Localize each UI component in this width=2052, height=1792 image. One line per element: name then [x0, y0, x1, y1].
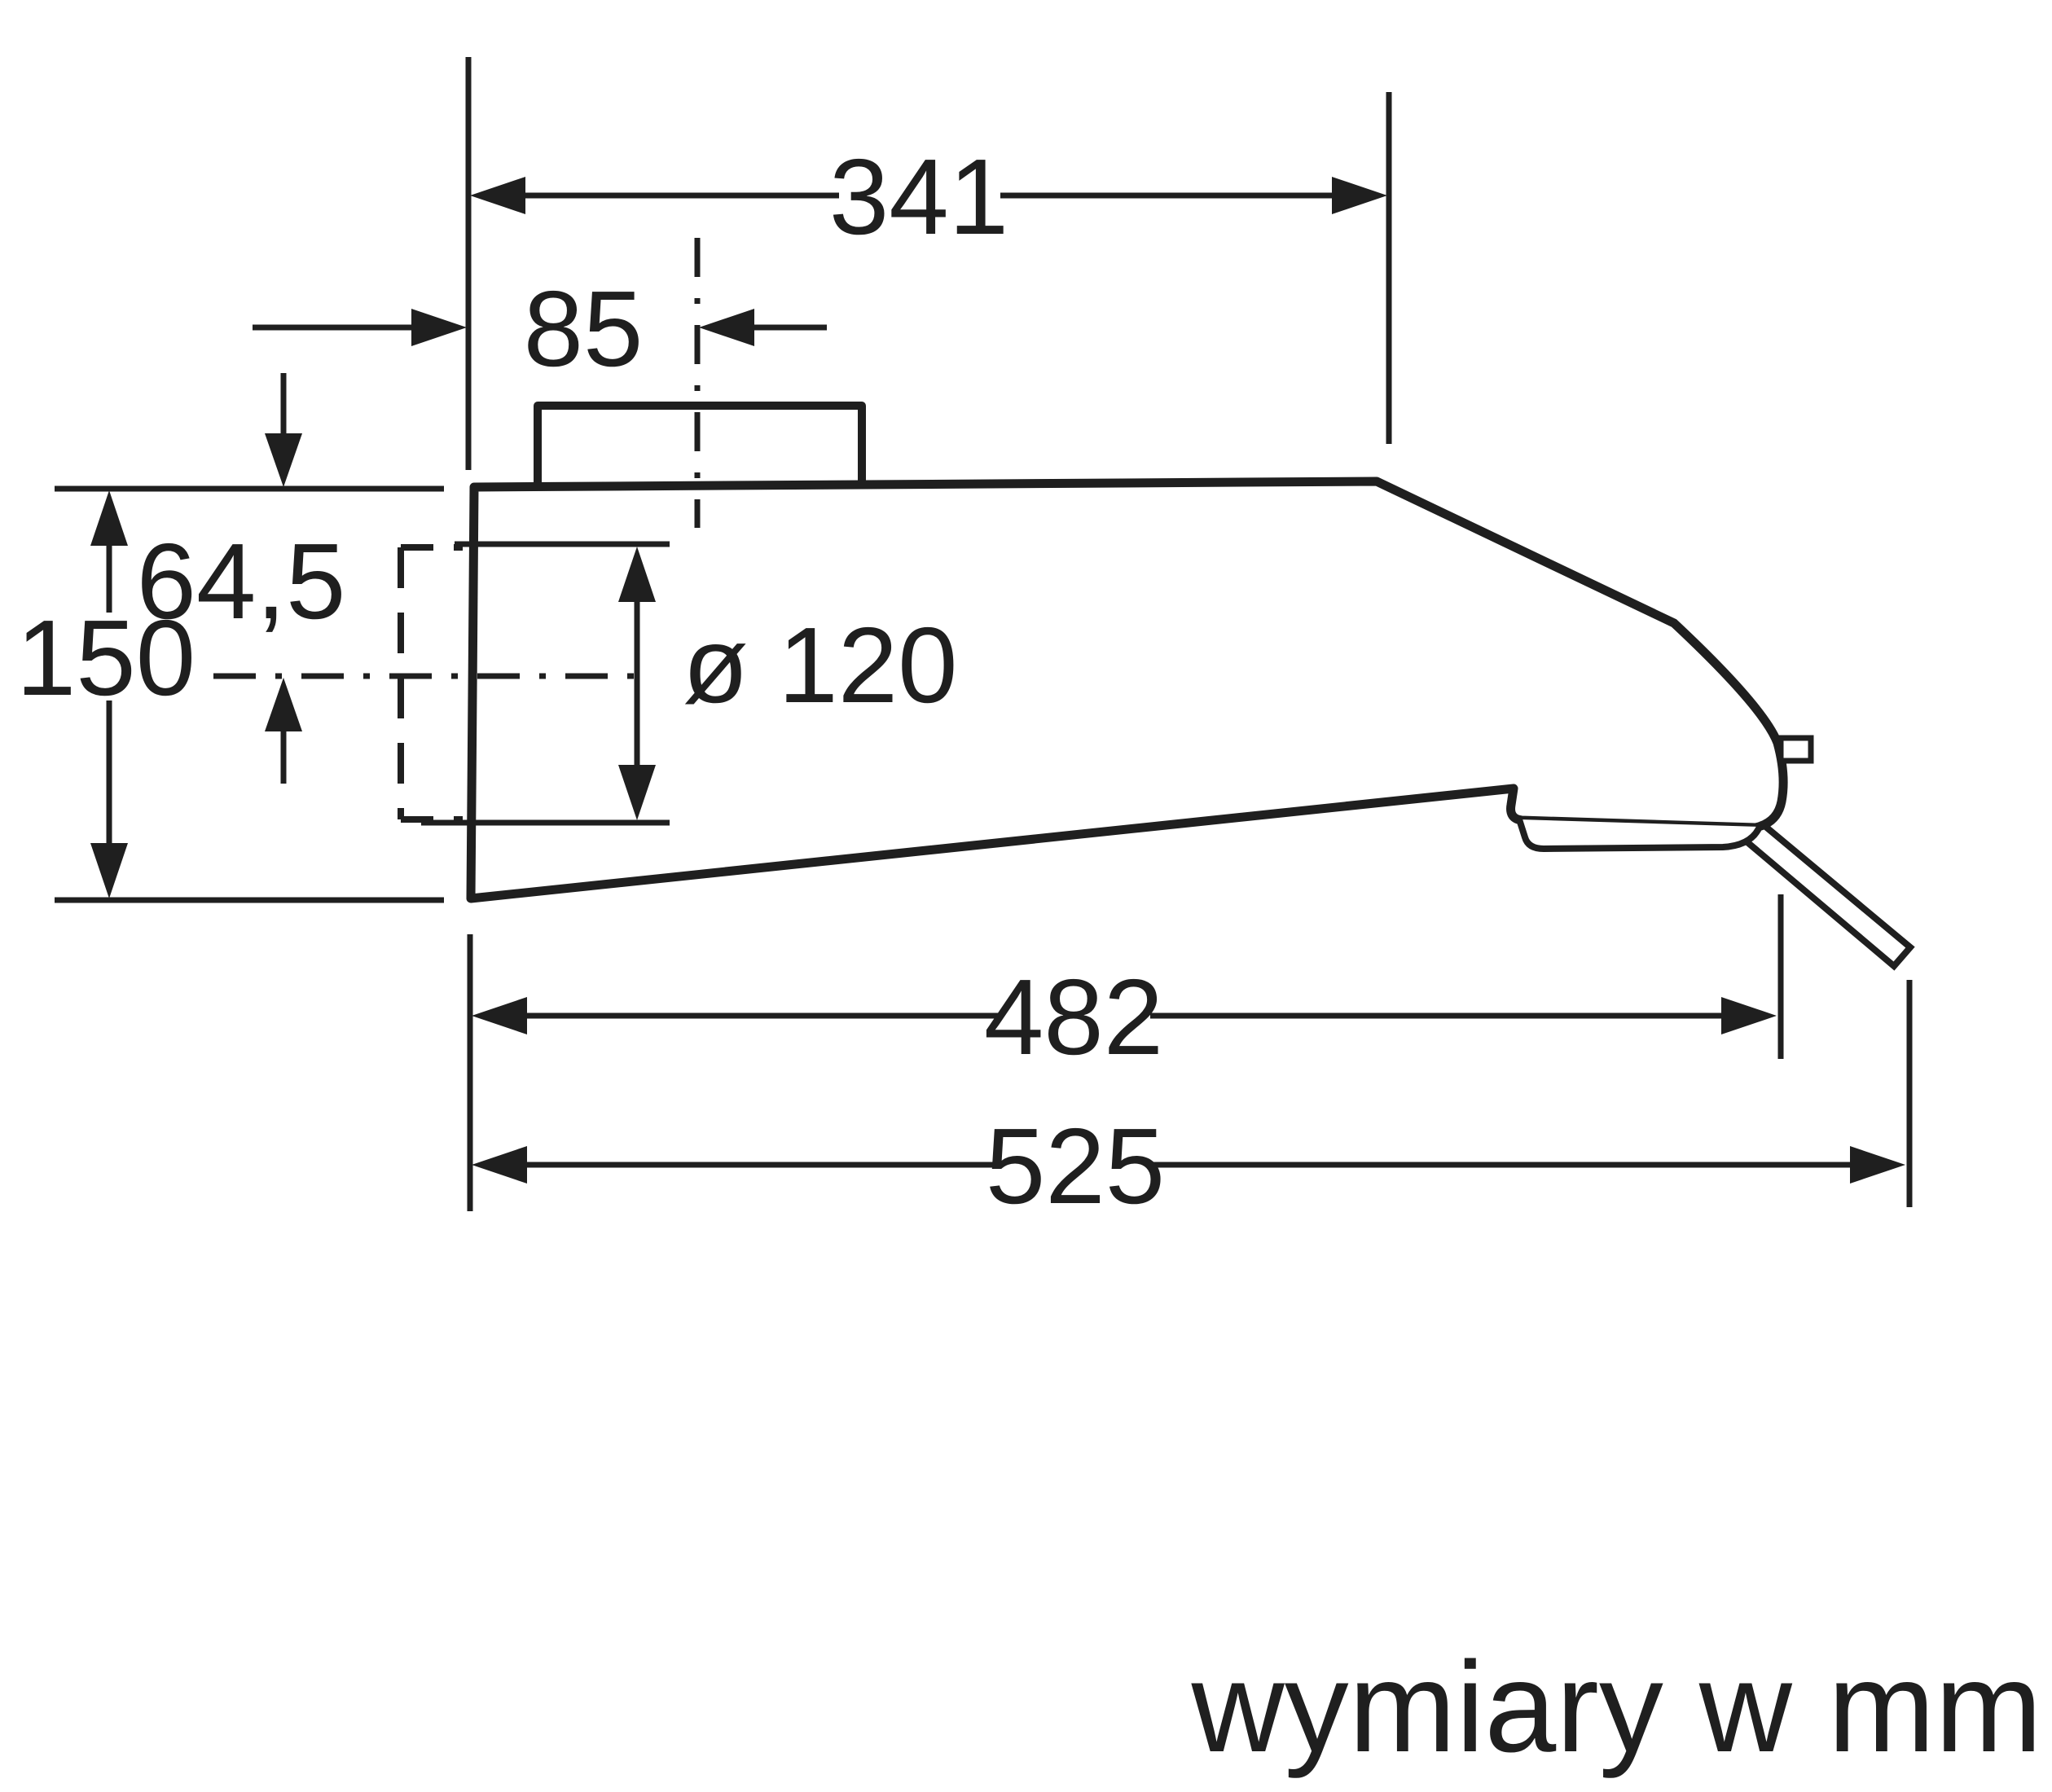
- dim-341-group: 341: [465, 57, 1392, 470]
- filter-lip: [1516, 818, 1763, 852]
- dim-64_5-arrow-down: [265, 433, 302, 487]
- dim-525-arrow-right: [1850, 1146, 1905, 1184]
- duct-stub: [534, 402, 866, 489]
- dim-525-label: 525: [986, 1106, 1165, 1226]
- dim-120-label: ø 120: [683, 605, 958, 725]
- dim-85-arrow-left: [411, 309, 467, 346]
- dim-85-group: 85: [253, 269, 827, 389]
- reference-lines-group: [213, 238, 701, 823]
- dim-150-arrow-down: [90, 843, 128, 898]
- dim-120-arrow-down: [618, 765, 656, 820]
- dim-64_5-label: 64,5: [137, 521, 346, 641]
- dim-150-group: 150: [16, 485, 444, 903]
- hood-outline: [466, 477, 1788, 903]
- hood-body-group: [466, 402, 1915, 971]
- dim-120-arrow-up: [618, 547, 656, 602]
- dim-341-label: 341: [829, 137, 1008, 257]
- dim-482-arrow-left: [472, 997, 527, 1034]
- dim-341-arrow-left: [470, 177, 525, 214]
- switch-tab: [1777, 735, 1814, 764]
- dim-85-arrow-right: [699, 309, 754, 346]
- dim-341-arrow-right: [1332, 177, 1387, 214]
- dim-525-arrow-left: [472, 1146, 527, 1184]
- dim-85-label: 85: [524, 269, 644, 389]
- dim-64_5-group: 64,5: [137, 373, 346, 784]
- dim-150-label: 150: [16, 598, 196, 718]
- dim-150-arrow-up: [90, 490, 128, 546]
- dim-482-label: 482: [984, 957, 1163, 1077]
- power-cord: [1732, 811, 1915, 971]
- dim-482-arrow-right: [1721, 997, 1777, 1034]
- units-note: wymiary w mm: [1191, 1636, 2042, 1779]
- dim-482-group: 482: [467, 894, 1784, 1211]
- dim-525-group: 525: [472, 980, 1913, 1226]
- dim-120-group: ø 120: [421, 541, 958, 826]
- dim-64_5-arrow-up: [265, 678, 302, 731]
